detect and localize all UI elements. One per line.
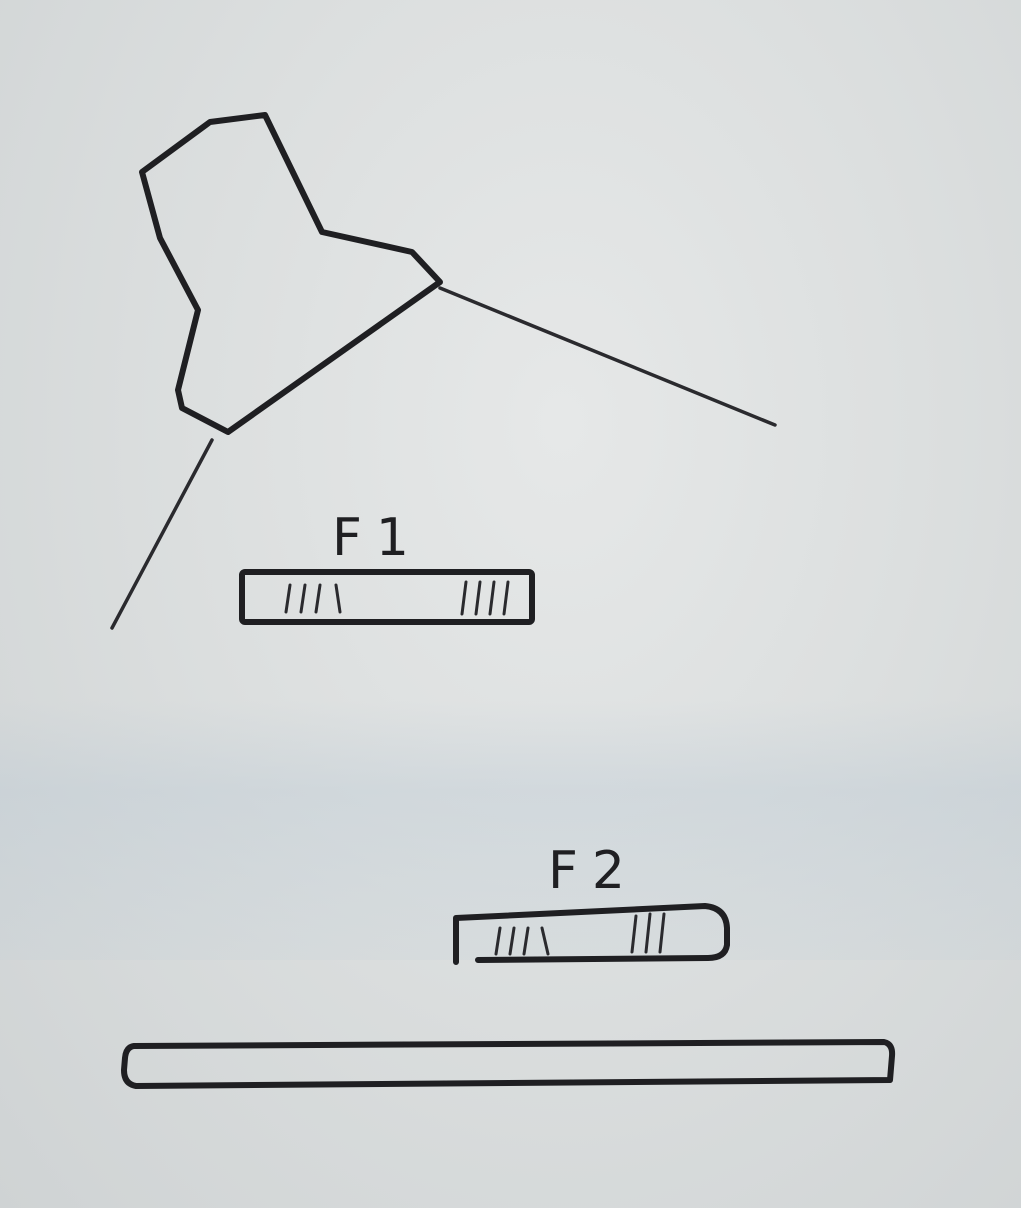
fastener-2-label: F2 (548, 841, 639, 901)
fastener-1-body (239, 569, 535, 625)
fastener-2-right-hatch (630, 912, 666, 954)
fastener-2-body (453, 903, 730, 965)
fastener-1-label: F1 (332, 508, 423, 568)
nut-outline (139, 112, 443, 435)
fastener-1-right-hatch (460, 580, 510, 616)
fastener-1-left-hatch (284, 583, 342, 614)
strap-line-left (110, 438, 214, 630)
strap-line-right (438, 286, 777, 427)
long-bar (121, 1039, 896, 1089)
fastener-2-left-hatch (494, 926, 550, 956)
